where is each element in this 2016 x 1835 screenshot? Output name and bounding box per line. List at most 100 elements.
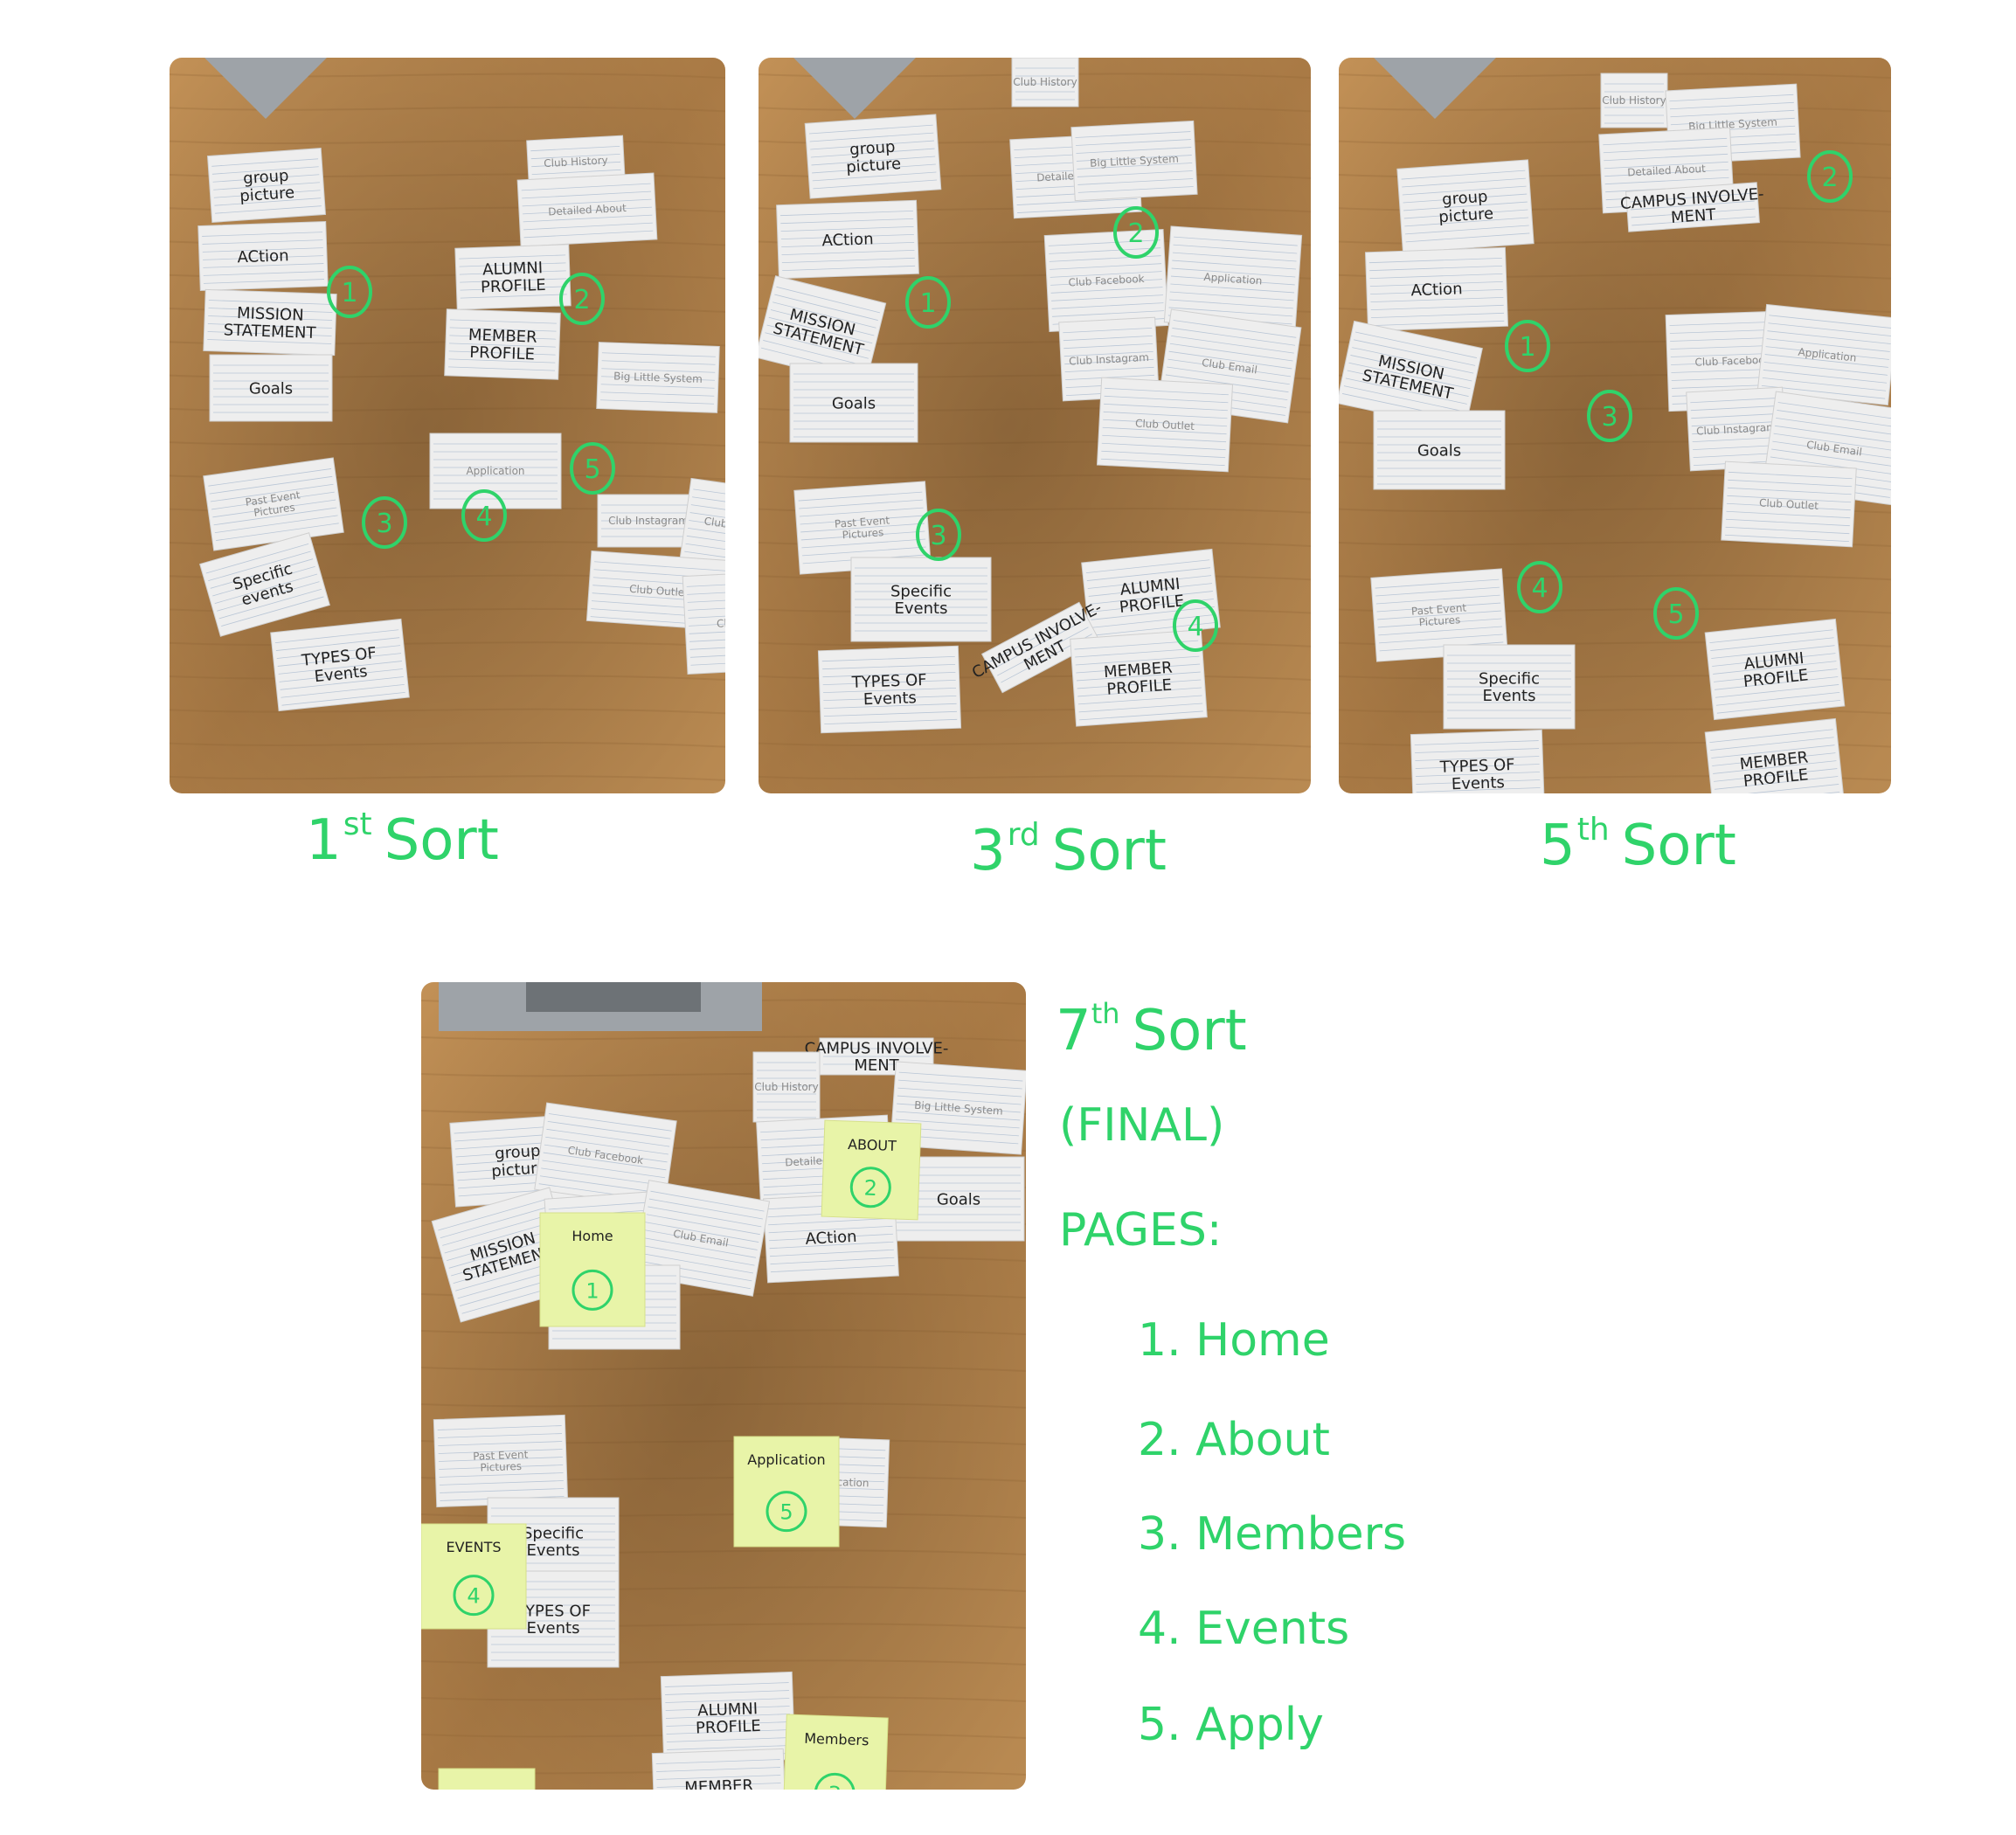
- card-label: Club Outlet: [1759, 496, 1819, 512]
- card-rule-line: [439, 1465, 564, 1470]
- index-card-paper: [197, 220, 329, 292]
- card-rule-line: [448, 358, 556, 364]
- card-label-line: PROFILE: [696, 1717, 761, 1738]
- card-label-line: MENT: [1670, 205, 1717, 227]
- card-rule-line: [688, 612, 725, 619]
- index-card-club-facebook: Club Facebook: [679, 477, 725, 575]
- card-rule-line: [1370, 288, 1504, 295]
- laptop-corner: [793, 58, 916, 119]
- group-number: 1: [341, 278, 357, 308]
- card-rule-line: [1727, 495, 1852, 503]
- card-rule-line: [638, 1260, 752, 1282]
- index-card-specific-events: Specificevents: [199, 532, 330, 637]
- caption-word: Sort: [1051, 819, 1167, 883]
- card-label: Club Outlet: [1135, 417, 1195, 433]
- card-label-line: ACtion: [821, 230, 874, 250]
- card-rule-line: [213, 182, 320, 190]
- card-rule-line: [440, 1205, 551, 1239]
- card-rule-line: [210, 483, 334, 502]
- card-label-line: Pictures: [1418, 613, 1460, 628]
- card-rule-line: [656, 1783, 781, 1788]
- index-card-paper: [651, 1748, 787, 1790]
- card-rule-line: [281, 684, 405, 698]
- card-rule-line: [211, 158, 319, 167]
- card-rule-line: [780, 225, 914, 232]
- card-rule-line: [648, 1206, 762, 1228]
- card-rule-line: [1631, 200, 1755, 211]
- card-rule-line: [1713, 760, 1837, 774]
- card-rule-line: [1762, 377, 1887, 391]
- index-card-club-facebook: Club Facebook: [1043, 228, 1169, 333]
- group-number-circle: [814, 1772, 856, 1790]
- card-rule-line: [774, 294, 878, 321]
- card-rule-line: [690, 659, 725, 666]
- card-label: Goals: [249, 379, 293, 398]
- card-label: Club History: [1602, 94, 1666, 107]
- card-rule-line: [211, 491, 335, 510]
- card-rule-line: [531, 169, 621, 176]
- card-rule-line: [1777, 410, 1891, 428]
- card-rule-line: [665, 1714, 790, 1719]
- card-rule-line: [1101, 450, 1226, 459]
- group-number: 2: [1821, 163, 1838, 193]
- card-label: Club Facebook: [1694, 354, 1771, 369]
- card-label-line: picture: [846, 155, 902, 177]
- card-rule-line: [1767, 330, 1891, 344]
- card-rule-line: [437, 1425, 562, 1430]
- group-number-circle: [905, 276, 951, 329]
- card-rule-line: [1693, 444, 1783, 451]
- index-card-group-picture: grouppicture: [206, 148, 327, 223]
- card-label: Club History: [1013, 76, 1077, 88]
- card-rule-line: [1716, 699, 1841, 714]
- pages-label: PAGES:: [1059, 1204, 1223, 1257]
- card-rule-line: [823, 687, 957, 694]
- card-rule-line: [1075, 131, 1191, 138]
- card-rule-line: [667, 1745, 792, 1750]
- card-rule-line: [448, 350, 556, 356]
- card-rule-line: [1101, 442, 1226, 451]
- card-rule-line: [543, 1152, 667, 1171]
- card-label-line: Detailed About: [548, 202, 627, 218]
- caption-sup: st: [343, 807, 372, 842]
- card-rule-line: [209, 475, 333, 495]
- card-rule-line: [214, 515, 338, 534]
- card-rule-line: [1075, 139, 1191, 146]
- card-label: Big Little System: [613, 370, 703, 385]
- card-label-line: Pictures: [253, 501, 295, 518]
- card-rule-line: [1670, 109, 1795, 118]
- card-rule-line: [207, 339, 332, 344]
- group-number: 1: [1519, 332, 1535, 363]
- card-label-line: Events: [863, 689, 918, 709]
- card-label-line: PROFILE: [1106, 676, 1173, 699]
- group-number-circle: [849, 1167, 891, 1208]
- page-item-apply: 5. Apply: [1138, 1699, 1324, 1751]
- card-rule-line: [1669, 101, 1794, 110]
- card-rule-line: [1074, 640, 1199, 650]
- card-rule-line: [689, 520, 725, 536]
- card-rule-line: [1604, 177, 1729, 185]
- card-rule-line: [810, 140, 934, 150]
- card-rule-line: [460, 278, 567, 283]
- card-rule-line: [439, 1480, 564, 1485]
- card-rule-line: [895, 1118, 1020, 1129]
- card-label-line: Detailed About: [1627, 163, 1707, 179]
- card-rule-line: [798, 491, 923, 502]
- card-rule-line: [1051, 294, 1163, 301]
- card-rule-line: [685, 543, 725, 559]
- group-number-circle: [766, 1491, 807, 1533]
- card-rule-line: [523, 222, 653, 231]
- card-rule-line: [547, 1121, 671, 1139]
- card-rule-line: [1604, 169, 1729, 177]
- card-label-line: Club History: [754, 1081, 818, 1093]
- card-label-line: Goals: [937, 1190, 980, 1208]
- index-card-application: Application: [1163, 225, 1303, 332]
- index-card-action: ACtion: [197, 220, 329, 292]
- card-rule-line: [202, 232, 323, 237]
- card-rule-line: [1103, 411, 1228, 419]
- card-rule-line: [541, 1167, 664, 1187]
- group-number: 1: [585, 1278, 599, 1303]
- card-rule-line: [444, 1221, 556, 1254]
- card-rule-line: [1086, 567, 1211, 581]
